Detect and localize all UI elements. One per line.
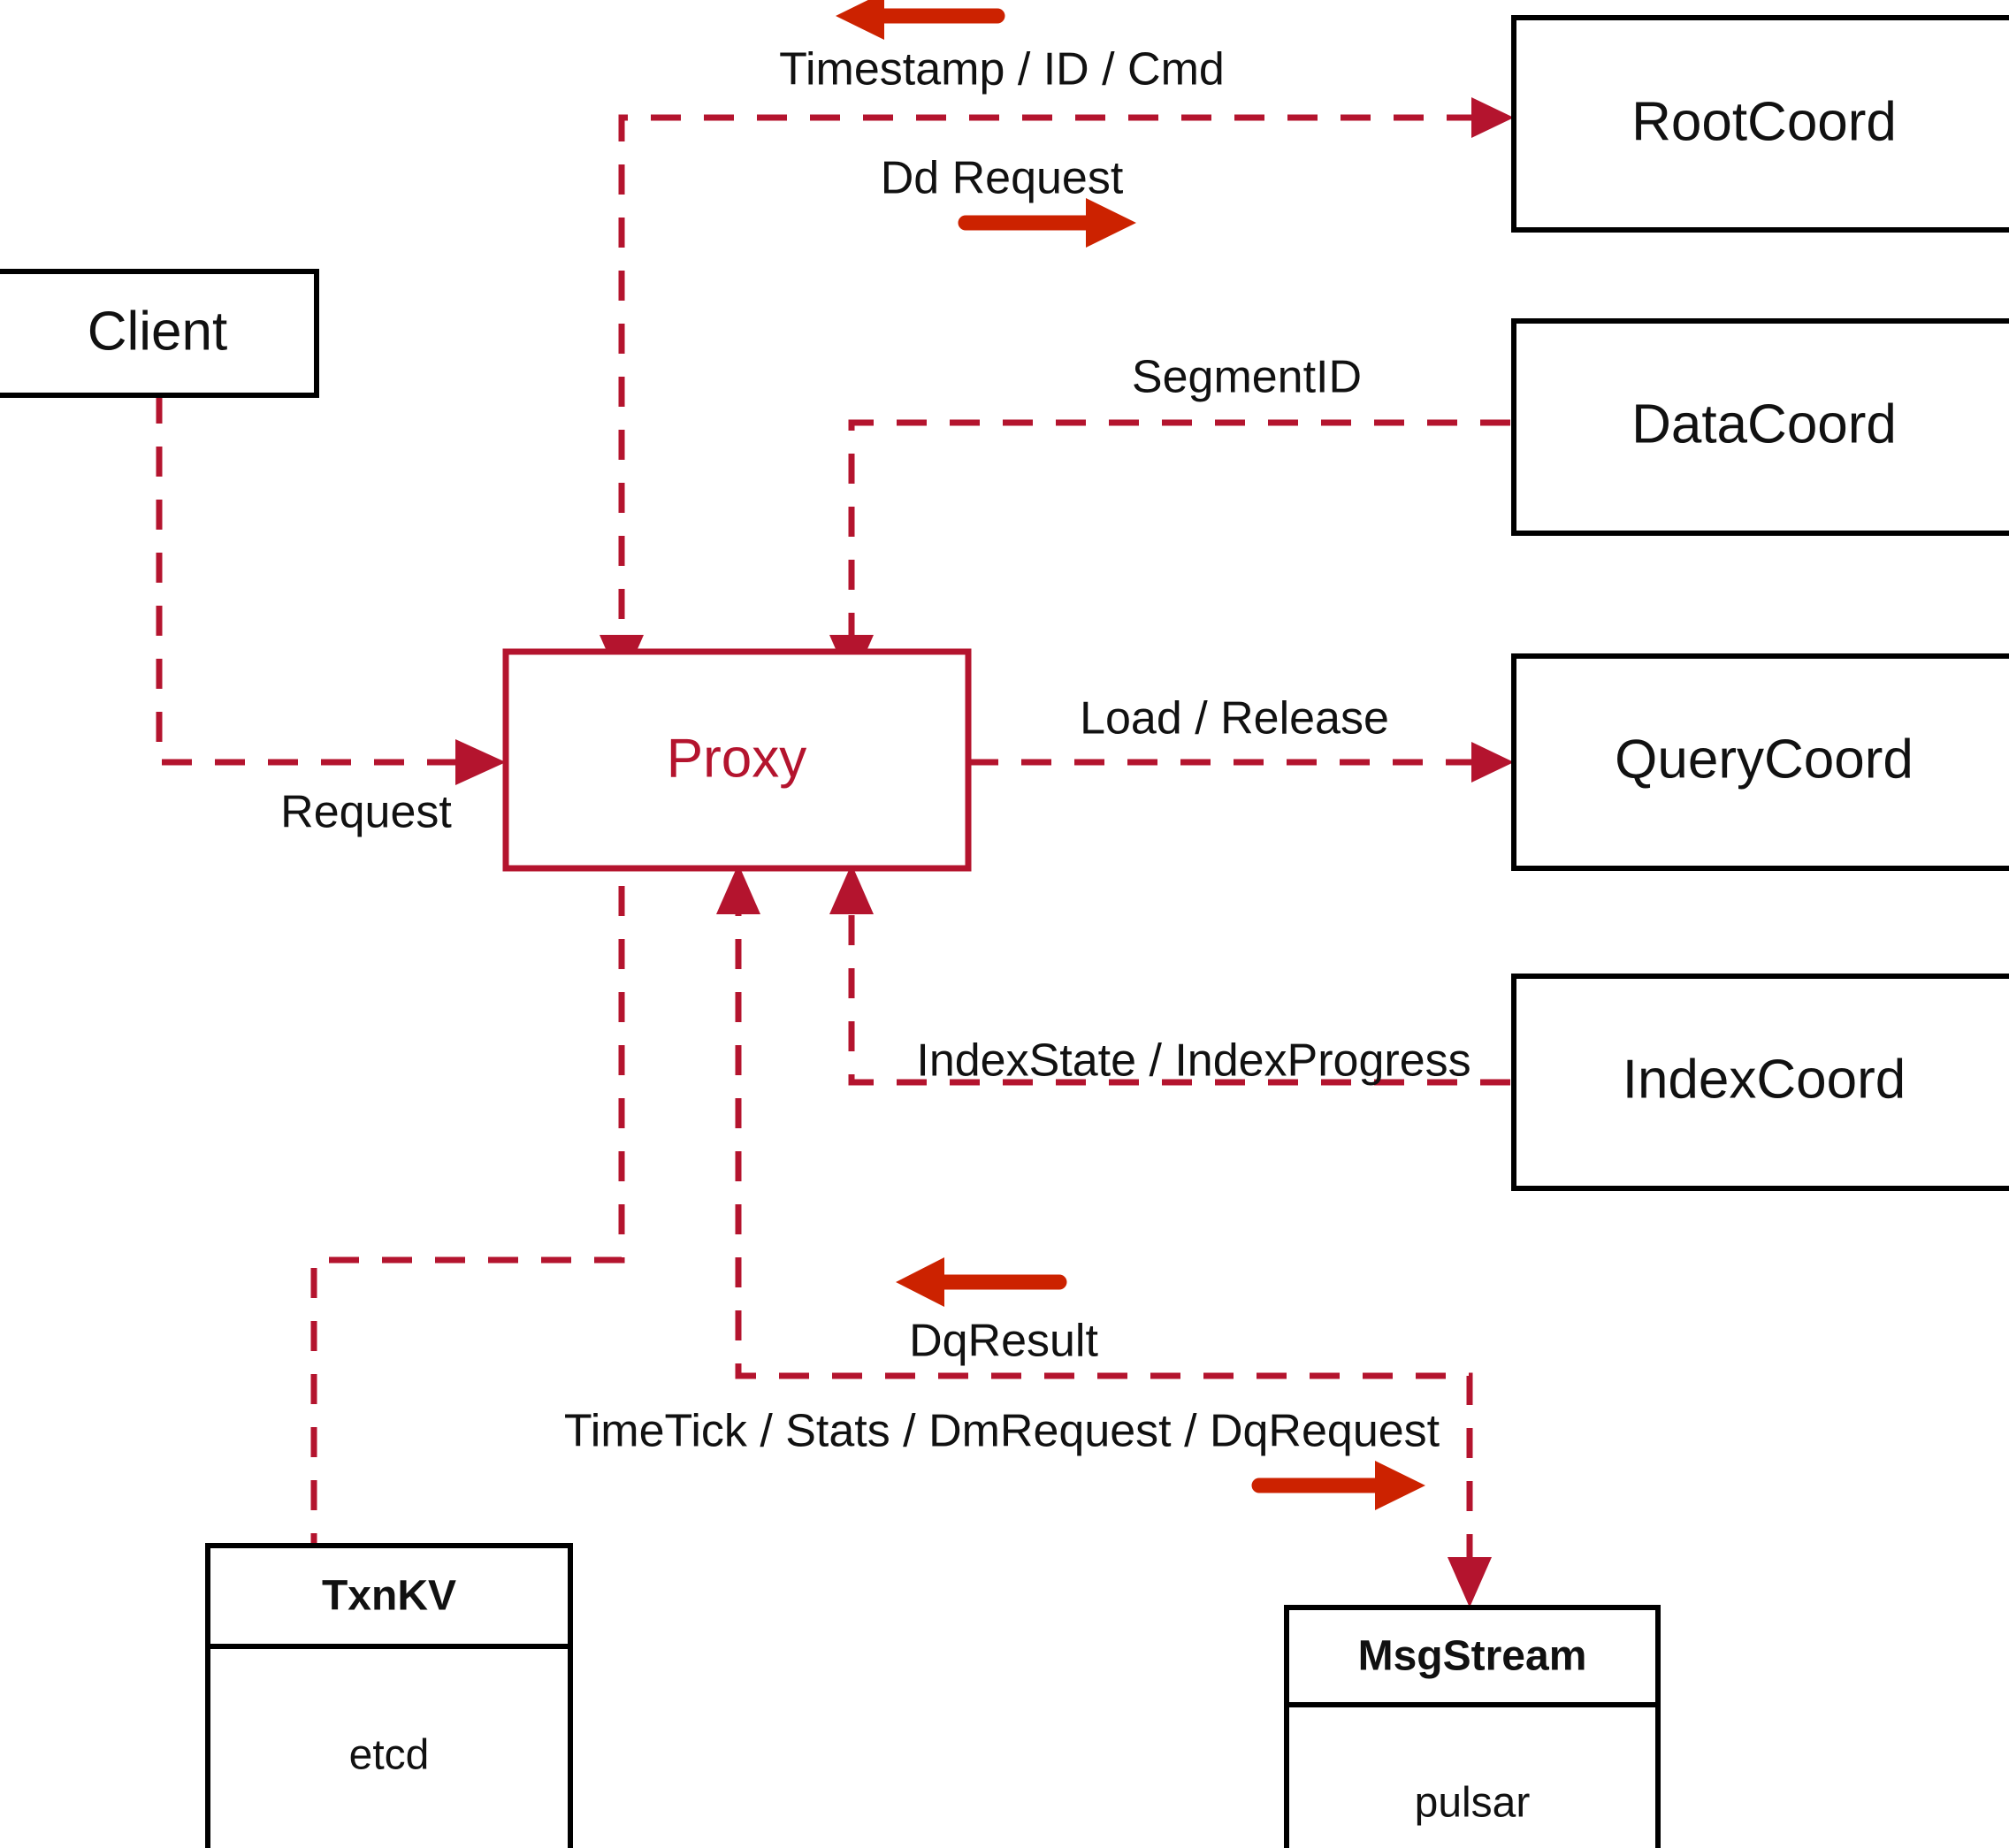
flow-line-indexcoord	[848, 886, 1510, 1086]
node-txnkv-title: TxnKV	[322, 1573, 456, 1620]
flow-arrowhead-request	[455, 739, 506, 785]
flow-line-msgstream	[735, 886, 1473, 1587]
node-indexcoord-box[interactable]	[1511, 974, 2009, 1191]
flow-line-client-request	[156, 393, 485, 766]
node-querycoord[interactable]: QueryCoord	[1511, 653, 2009, 871]
flow-arrowhead-msgstream	[1448, 1557, 1492, 1607]
flow-arrowhead-proxy-bottom-right	[829, 864, 874, 914]
edge-label-segment-id: SegmentID	[1132, 352, 1362, 403]
node-client-box[interactable]	[0, 269, 319, 398]
edge-label-timetick-stats: TimeTick / Stats / DmRequest / DqRequest	[564, 1406, 1440, 1457]
node-txnkv-box[interactable]	[205, 1543, 573, 1848]
direction-arrow-timestamp	[836, 0, 1005, 40]
node-datacoord[interactable]: DataCoord	[1511, 318, 2009, 536]
node-datacoord-box[interactable]	[1511, 318, 2009, 536]
edge-label-index-state-progress: IndexState / IndexProgress	[916, 1035, 1470, 1087]
node-rootcoord[interactable]: RootCoord	[1511, 15, 2009, 233]
node-rootcoord-box[interactable]	[1511, 15, 2009, 233]
node-querycoord-label: QueryCoord	[1615, 729, 1914, 790]
direction-arrow-dqresult	[896, 1257, 1067, 1307]
node-proxy[interactable]: Proxy	[502, 648, 972, 872]
node-rootcoord-label: RootCoord	[1631, 91, 1897, 152]
node-datacoord-label: DataCoord	[1631, 393, 1897, 454]
node-querycoord-box[interactable]	[1511, 653, 2009, 871]
node-txnkv-impl: etcd	[349, 1732, 430, 1779]
node-proxy-label: Proxy	[667, 728, 806, 789]
edge-label-request: Request	[280, 787, 452, 838]
edge-label-dq-result: DqResult	[909, 1316, 1098, 1367]
edge-label-load-release: Load / Release	[1080, 693, 1389, 745]
node-client-label: Client	[88, 301, 228, 362]
node-txnkv[interactable]: TxnKV etcd	[205, 1543, 573, 1848]
node-indexcoord-label: IndexCoord	[1623, 1049, 1906, 1110]
flow-line-rootcoord	[618, 114, 1494, 672]
direction-arrow-dd-request	[958, 198, 1136, 248]
flow-arrowhead-querycoord	[1471, 742, 1514, 783]
edge-label-timestamp-id-cmd: Timestamp / ID / Cmd	[779, 44, 1225, 95]
node-proxy-box[interactable]	[502, 648, 972, 872]
flow-line-txnkv	[310, 886, 625, 1546]
direction-arrow-dqrequest	[1251, 1461, 1425, 1510]
node-msgstream[interactable]: MsgStream pulsar	[1284, 1605, 1661, 1848]
node-client[interactable]: Client	[0, 269, 319, 398]
flow-line-datacoord	[848, 419, 1510, 672]
flow-arrowhead-proxy-bottom-mid	[716, 864, 760, 914]
edge-label-dd-request: Dd Request	[881, 153, 1124, 204]
node-msgstream-impl: pulsar	[1415, 1780, 1531, 1827]
flow-arrowhead-rootcoord	[1471, 97, 1514, 138]
node-msgstream-title: MsgStream	[1358, 1633, 1587, 1680]
node-indexcoord[interactable]: IndexCoord	[1511, 974, 2009, 1191]
node-msgstream-box[interactable]	[1284, 1605, 1661, 1848]
